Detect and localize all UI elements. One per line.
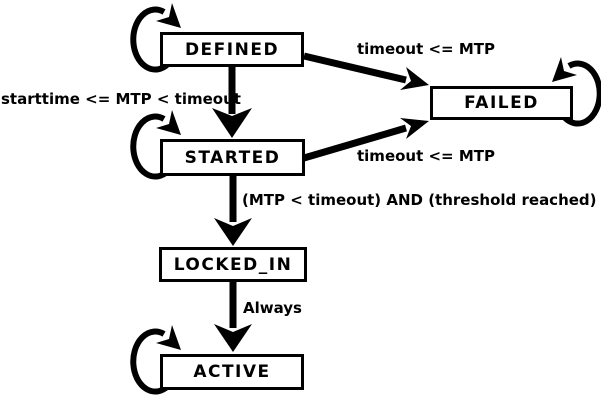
arrowhead-started-to-failed: [400, 118, 429, 139]
label-locked-in-to-active: Always: [243, 299, 302, 317]
arrowhead-self-loop-failed: [552, 57, 577, 82]
label-defined-to-failed: timeout <= MTP: [357, 40, 496, 58]
arrowhead-defined-to-failed: [400, 67, 429, 90]
self-loop-defined: [130, 6, 171, 73]
edge-defined-to-failed: [303, 52, 407, 84]
state-started: STARTED: [160, 139, 305, 176]
label-started-to-failed: timeout <= MTP: [357, 147, 496, 165]
arrowhead-self-loop-defined: [156, 3, 181, 28]
state-failed: FAILED: [430, 86, 573, 120]
arrowhead-started-to-locked-in: [214, 218, 252, 246]
edge-started-to-failed: [303, 124, 407, 162]
arrowhead-locked-in-to-active: [214, 324, 252, 352]
state-active-label: ACTIVE: [193, 362, 271, 382]
state-defined-label: DEFINED: [184, 39, 280, 60]
self-loop-started: [130, 113, 171, 180]
label-defined-to-started: starttime <= MTP < timeout: [1, 90, 241, 108]
self-loop-failed: [562, 60, 601, 127]
state-failed-label: FAILED: [464, 93, 539, 113]
self-loop-active: [130, 328, 171, 395]
state-locked-in-label: LOCKED_IN: [173, 254, 293, 275]
state-active: ACTIVE: [160, 354, 304, 390]
state-locked-in: LOCKED_IN: [159, 247, 307, 282]
arrowhead-self-loop-started: [156, 110, 181, 135]
arrowhead-defined-to-started: [212, 108, 252, 138]
arrowhead-self-loop-active: [156, 325, 181, 350]
label-started-to-locked-in: (MTP < timeout) AND (threshold reached): [242, 191, 597, 209]
state-defined: DEFINED: [160, 32, 304, 67]
state-started-label: STARTED: [184, 147, 281, 168]
